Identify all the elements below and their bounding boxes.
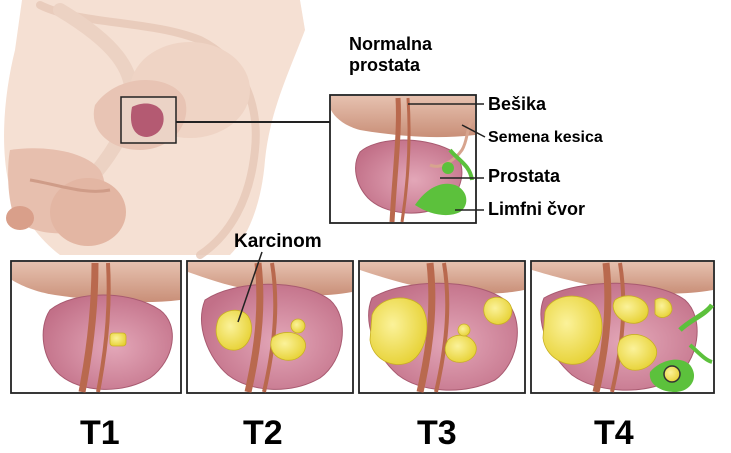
normal-prostate-title: Normalna prostata: [349, 34, 432, 76]
stage-label-t2: T2: [243, 414, 283, 453]
stage-label-t4: T4: [594, 414, 634, 453]
label-karcinom: Karcinom: [234, 231, 322, 253]
stage-panel-t4: [531, 261, 714, 393]
stage-panel-t1: [11, 261, 181, 393]
label-prostata: Prostata: [488, 166, 560, 187]
tumor-t3-large: [370, 298, 427, 365]
stage-label-t3: T3: [417, 414, 457, 453]
stage-label-t1: T1: [80, 414, 120, 453]
tumor-t1: [110, 333, 126, 346]
label-limfni-cvor: Limfni čvor: [488, 199, 585, 220]
stage-panel-t3: [359, 261, 525, 393]
tumor-t2-large: [216, 310, 251, 350]
normal-prostate-panel: [330, 95, 476, 223]
tumor-t2-small: [271, 332, 306, 360]
label-semena-kesica: Semena kesica: [488, 129, 603, 147]
label-besika: Bešika: [488, 94, 546, 115]
stage-panel-t2: [187, 261, 353, 393]
tumor-t4-large: [543, 296, 602, 364]
normal-prostate-title-line2: prostata: [349, 55, 432, 76]
normal-prostate-title-line1: Normalna: [349, 34, 432, 55]
